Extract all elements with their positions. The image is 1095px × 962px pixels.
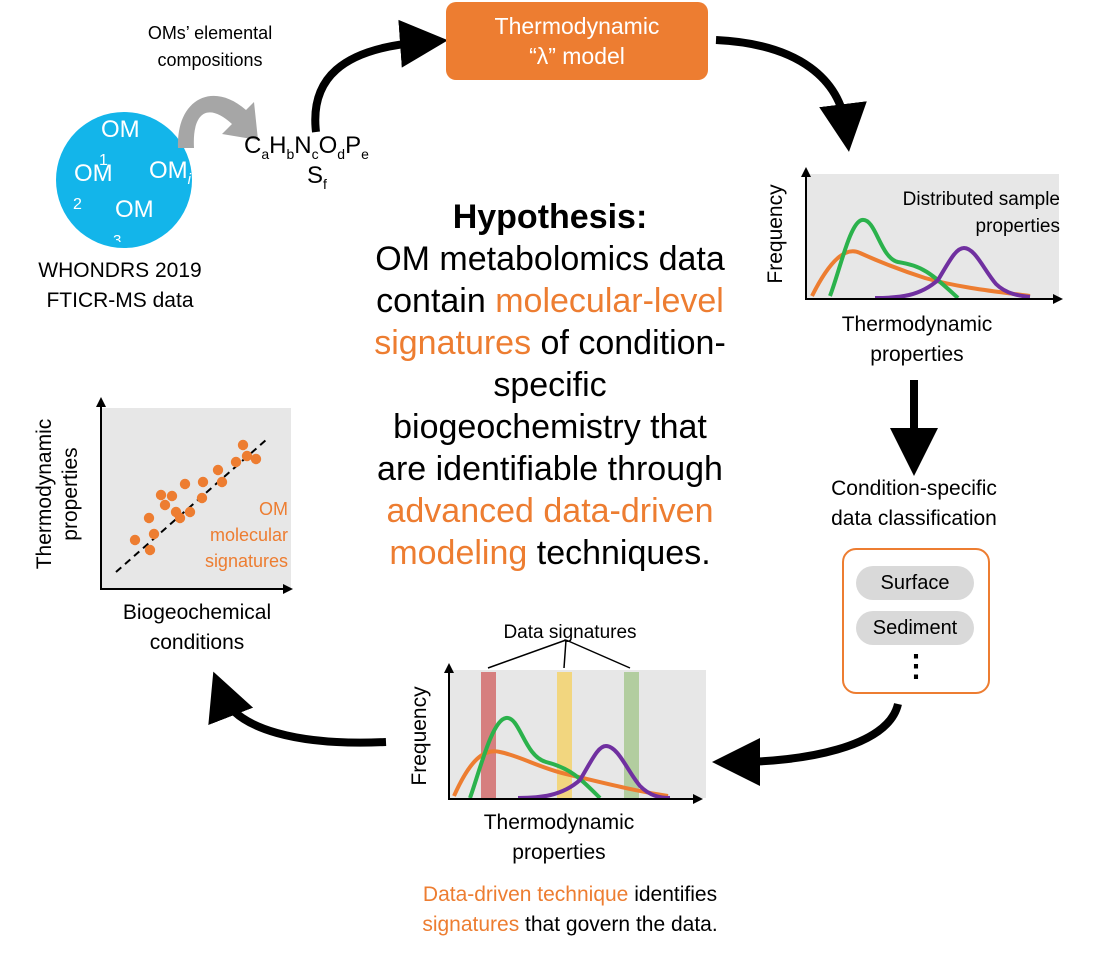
arrow-sig-to-scatter	[208, 671, 387, 747]
hypothesis-line5: biogeochemistry that	[393, 408, 707, 446]
classification-box: Surface Sediment ⋮	[842, 548, 990, 694]
scatter-point	[184, 506, 196, 518]
dist-curve-green	[828, 218, 960, 300]
sig-band-yellow	[557, 672, 572, 798]
model-box-line1: Thermodynamic	[494, 13, 660, 39]
scatter-fit-line	[115, 439, 267, 573]
scatter-plot-panel	[101, 408, 291, 588]
whondrs-label: WHONDRS 2019 FTICR-MS data	[38, 259, 202, 312]
arrow-formula-to-model	[311, 19, 448, 133]
arrow-class-to-sig	[712, 702, 902, 786]
scatter-point	[216, 476, 228, 488]
hypothesis-line2: contain molecular-level	[376, 282, 724, 320]
sig-title: Data signatures	[503, 622, 637, 643]
scatter-xlabel: Biogeochemical conditions	[122, 601, 272, 654]
sig-plot	[444, 639, 706, 804]
om1-sub: 1	[99, 152, 108, 169]
sig-band-red	[481, 672, 496, 798]
hypothesis-line7: advanced data-driven	[386, 492, 714, 530]
elemental-line1: OMs’ elemental	[147, 23, 273, 43]
classification-label: Condition-specific data classification	[831, 477, 997, 530]
scatter-point	[166, 490, 178, 502]
hypothesis-line8: modeling techniques.	[389, 534, 711, 572]
dist-xlabel: Thermodynamic properties	[841, 313, 993, 366]
scatter-point	[250, 453, 262, 465]
dist-annotation: Distributed sample properties	[902, 189, 1060, 237]
scatter-point	[179, 478, 191, 490]
elemental-line2: compositions	[157, 50, 263, 70]
arrow-model-to-dist	[715, 36, 867, 152]
dist-curve-orange	[810, 249, 1031, 298]
scatter-point	[159, 499, 171, 511]
scatter-plot	[96, 397, 293, 594]
scatter-point	[129, 534, 141, 546]
scatter-point	[144, 544, 156, 556]
omi-label: OMi	[149, 157, 192, 188]
dist-curve-purple	[874, 245, 1031, 300]
dist-plot	[801, 167, 1063, 304]
sig-curve-purple	[517, 743, 671, 800]
scatter-point	[230, 456, 242, 468]
class-item-surface: Surface	[856, 566, 974, 600]
hypothesis-title: Hypothesis:	[452, 198, 648, 236]
hypothesis-line6: are identifiable through	[377, 450, 723, 488]
elemental-formula-s: Sf	[307, 162, 327, 192]
class-ellipsis: ⋮	[901, 650, 931, 683]
scatter-point	[197, 476, 209, 488]
class-item-sediment: Sediment	[856, 611, 974, 645]
lambda-model-box: Thermodynamic “λ” model	[446, 2, 708, 80]
scatter-points	[129, 439, 262, 556]
technique-caption: Data-driven technique identifies signatu…	[422, 883, 718, 936]
elemental-label: OMs’ elemental compositions	[120, 20, 300, 74]
scatter-point	[148, 528, 160, 540]
scatter-point	[155, 489, 167, 501]
scatter-point	[174, 512, 186, 524]
hypothesis-text: Hypothesis: OM metabolomics data contain…	[340, 196, 760, 574]
sig-curve-green	[468, 716, 602, 800]
om3-sub: 3	[113, 232, 122, 242]
om2-sub: 2	[73, 196, 82, 213]
om-pool-circle	[56, 112, 192, 248]
scatter-point	[212, 464, 224, 476]
hypothesis-line3: signatures of condition-	[374, 324, 726, 362]
om2-label: OM	[74, 160, 113, 187]
sig-xlabel: Thermodynamic properties	[483, 811, 635, 864]
elemental-formula: CaHbNcOdPe	[244, 132, 369, 162]
scatter-point	[196, 492, 208, 504]
model-box-line2: “λ” model	[529, 43, 625, 69]
gray-curved-arrow	[177, 95, 258, 148]
om1-label: OM	[101, 116, 140, 143]
hypothesis-line1: OM metabolomics data	[375, 240, 725, 278]
om3-label: OM	[115, 196, 154, 223]
scatter-point	[241, 450, 253, 462]
scatter-point	[143, 512, 155, 524]
sig-callout-lines	[487, 639, 631, 669]
sig-curve-orange	[452, 749, 669, 798]
hypothesis-line4: specific	[493, 366, 607, 404]
scatter-point	[237, 439, 249, 451]
scatter-annotation: OM molecular signatures	[204, 499, 288, 571]
